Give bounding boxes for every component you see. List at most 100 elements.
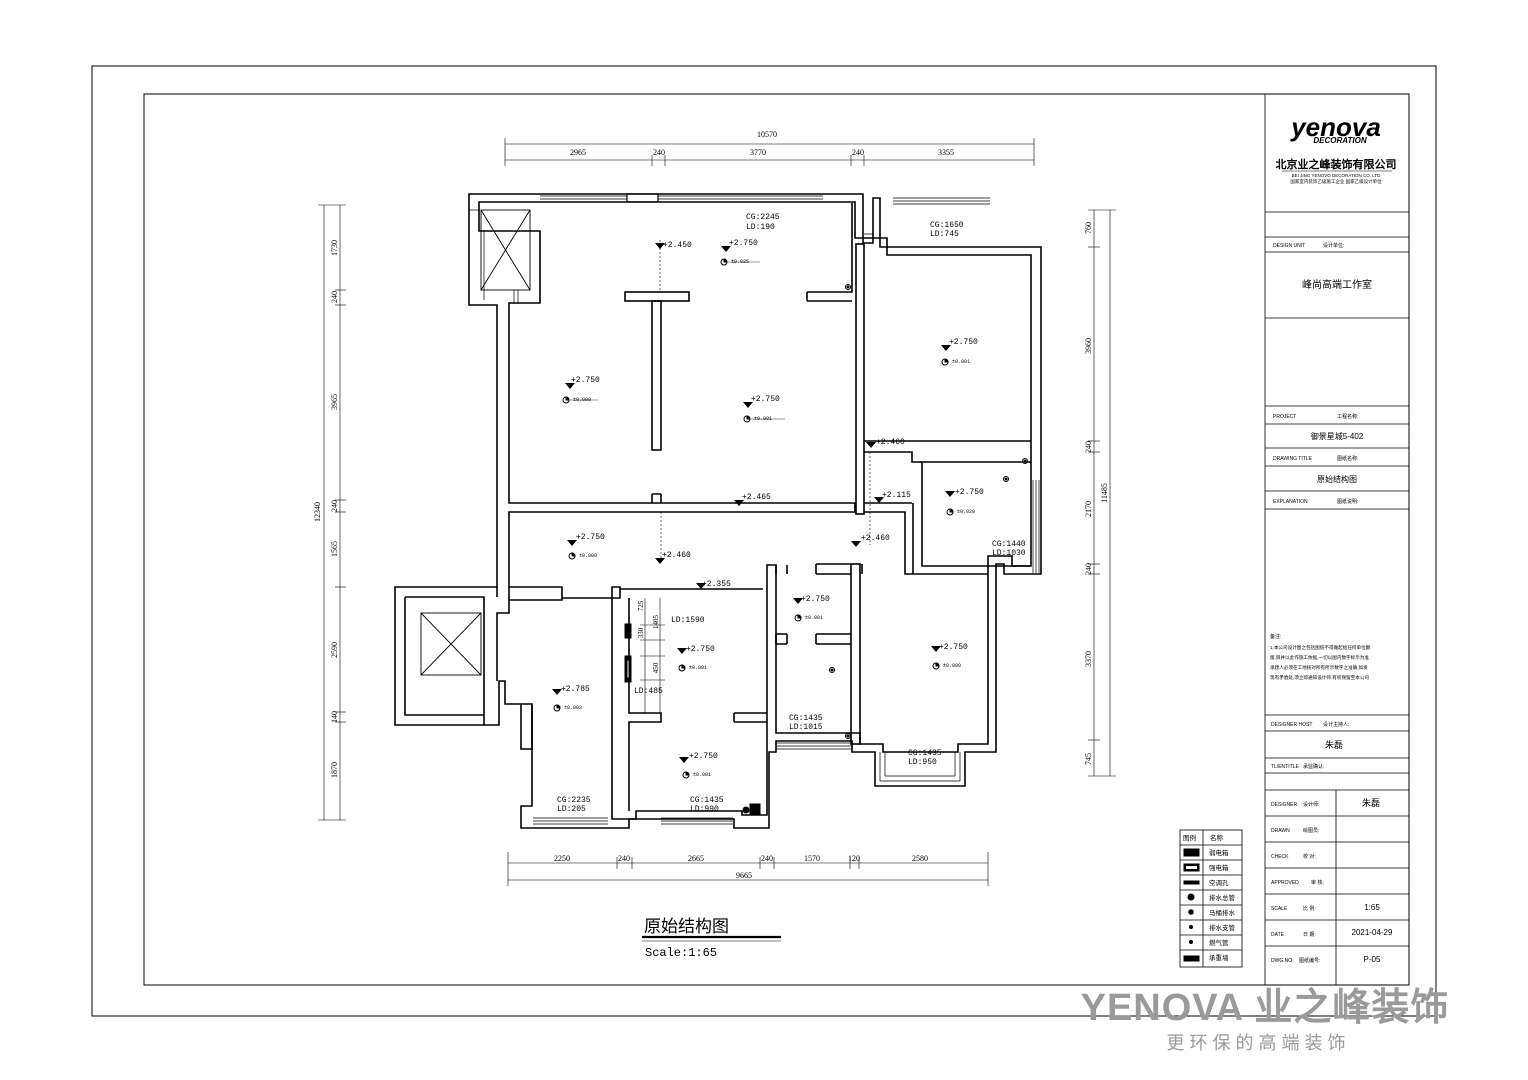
dim-right-7: 745 xyxy=(1084,753,1093,765)
note-line-2: 版,目并以此作施工依据,一切以图内数字标示为准 xyxy=(1270,654,1369,661)
dim-small-1: 725 xyxy=(637,600,645,611)
opening-3-cg: CG:1440 xyxy=(992,540,1026,549)
dim-right-6: 3370 xyxy=(1084,651,1093,667)
project-label: PROJECT xyxy=(1273,414,1296,420)
dim-right-4: 2170 xyxy=(1084,501,1093,517)
level-4: ±0.001 xyxy=(952,359,970,365)
dim-bottom-5: 1570 xyxy=(804,854,820,863)
outer-frame xyxy=(91,65,1437,1017)
dim-left-1: 1730 xyxy=(330,240,339,256)
tl-cn: 承监确认: xyxy=(1303,763,1324,770)
opening-3-ld: LD:1030 xyxy=(992,549,1026,558)
date-label: DATE xyxy=(1271,932,1285,938)
weak-box-icon xyxy=(1183,848,1200,857)
dim-small-2: 1405 xyxy=(652,615,660,630)
dim-bottom-7: 2580 xyxy=(912,854,928,863)
opening-6-ld: LD:1015 xyxy=(789,723,823,732)
explanation-label: EXPLANATION xyxy=(1273,499,1308,505)
opening-4-ld: LD:1590 xyxy=(671,616,705,625)
fixtures xyxy=(624,284,1028,815)
legend-header-name: 名称 xyxy=(1210,833,1224,842)
design-unit-cn: 设计单位: xyxy=(1323,242,1344,249)
watermark-slogan: 更 环 保 的 高 端 装 饰 xyxy=(1166,1033,1345,1053)
elev-5: +2.750 xyxy=(949,338,978,347)
plan-title: 原始结构图 xyxy=(644,917,729,936)
elevation-triangles xyxy=(552,243,955,763)
dim-left-total: 12340 xyxy=(313,502,322,522)
dwg-label: DWG.NO xyxy=(1271,958,1292,964)
logo-sub: DECORATION xyxy=(1313,136,1366,145)
dim-bottom-3: 2665 xyxy=(688,854,704,863)
designer-host-cn: 设计主持人: xyxy=(1323,721,1349,728)
dim-left-6: 2590 xyxy=(330,642,339,658)
opening-2-cg: CG:1650 xyxy=(930,221,964,230)
legend-item-3: 空调孔 xyxy=(1209,878,1229,887)
designer-label: DESIGNER xyxy=(1271,802,1298,808)
opening-9-ld: LD:990 xyxy=(690,805,719,814)
designer-cn: 设计师: xyxy=(1303,801,1319,808)
dim-left-5: 1565 xyxy=(330,541,339,557)
legend-item-6: 排水支管 xyxy=(1209,923,1236,932)
explanation-cn: 图纸说明: xyxy=(1337,498,1358,505)
approved-label: APPROVED xyxy=(1271,880,1299,886)
drawing-title-cn: 图纸名称: xyxy=(1337,455,1358,462)
design-unit-value: 峰尚高端工作室 xyxy=(1302,278,1372,291)
opening-2-ld: LD:745 xyxy=(930,230,959,239)
opening-8-ld: LD:205 xyxy=(557,805,586,814)
drawn-label: DRAWN xyxy=(1271,828,1290,834)
elev-8: +2.115 xyxy=(882,491,911,500)
design-unit-label: DESIGN UNIT xyxy=(1273,243,1305,249)
scale-cn: 比 例: xyxy=(1303,905,1316,912)
title-block xyxy=(1264,94,1409,985)
opening-9-cg: CG:1435 xyxy=(690,796,724,805)
elev-17: +2.785 xyxy=(561,685,590,694)
note-line-4: 现有矛盾处,须立即通知设计师,有权保留至本公司 xyxy=(1270,674,1369,681)
elev-2: +2.450 xyxy=(663,241,692,250)
ac-hole-icon xyxy=(1183,880,1200,885)
level-6: ±0.000 xyxy=(579,553,597,559)
drain-main-icon xyxy=(1187,893,1195,901)
elev-11: +2.460 xyxy=(662,551,691,560)
drawing-title-label: DRAWING TITLE xyxy=(1273,456,1313,462)
scale-value: 1:65 xyxy=(1364,903,1380,912)
dwg-value: P-05 xyxy=(1364,955,1381,964)
dim-right-total: 11485 xyxy=(1100,483,1109,503)
floor-plan xyxy=(394,193,1042,829)
dim-bottom-total: 9665 xyxy=(736,871,752,880)
dim-top-total: 10570 xyxy=(757,130,777,139)
note-line-1: 1.本公司设计图之包括图纸不得做起给任何单位翻 xyxy=(1270,644,1371,651)
gas-pipe-icon xyxy=(1189,940,1193,944)
dim-top-3: 3770 xyxy=(750,148,766,157)
yenova-logo: yenova xyxy=(1289,112,1381,142)
dim-bottom-2: 240 xyxy=(618,854,630,863)
elev-4: +2.750 xyxy=(751,395,780,404)
level-7: ±0.001 xyxy=(805,615,823,621)
dim-top-1: 2965 xyxy=(570,148,586,157)
drawn-cn: 绘图员: xyxy=(1303,827,1319,834)
watermark-brand: YENOVA 业之峰装饰 xyxy=(1081,987,1450,1029)
date-cn: 日 期: xyxy=(1303,932,1316,938)
dim-right-3: 240 xyxy=(1084,441,1093,453)
dim-right-5: 240 xyxy=(1084,563,1093,575)
shafts xyxy=(420,209,531,676)
opening-1-cg: CG:2245 xyxy=(746,213,780,222)
designer-host-value: 朱磊 xyxy=(1325,739,1343,750)
toilet-drain-icon xyxy=(1188,909,1194,915)
dim-small-3: 330 xyxy=(637,627,645,638)
level-9: ±0.000 xyxy=(943,663,961,669)
note-line-3: 承建人必须在工地核对所有所示数字之准确,如发 xyxy=(1270,664,1368,671)
wall-outline-outer xyxy=(394,193,1042,829)
legend-item-5: 马桶排水 xyxy=(1209,908,1236,917)
date-value: 2021-04-29 xyxy=(1352,928,1393,937)
inner-frame xyxy=(143,93,1410,986)
legend-symbols xyxy=(1183,848,1200,962)
level-8: ±0.001 xyxy=(689,665,707,671)
opening-6-cg: CG:1435 xyxy=(789,714,823,723)
windows xyxy=(469,193,1040,825)
company-cert: 国家室内装饰乙级施工企业 国家乙级设计单位 xyxy=(1290,178,1382,185)
dim-left-3: 3965 xyxy=(330,394,339,410)
level-11: ±0.001 xyxy=(693,772,711,778)
opening-7-cg: CG:1435 xyxy=(908,749,942,758)
designer-value: 朱磊 xyxy=(1362,797,1380,808)
dim-top-2: 240 xyxy=(653,148,665,157)
